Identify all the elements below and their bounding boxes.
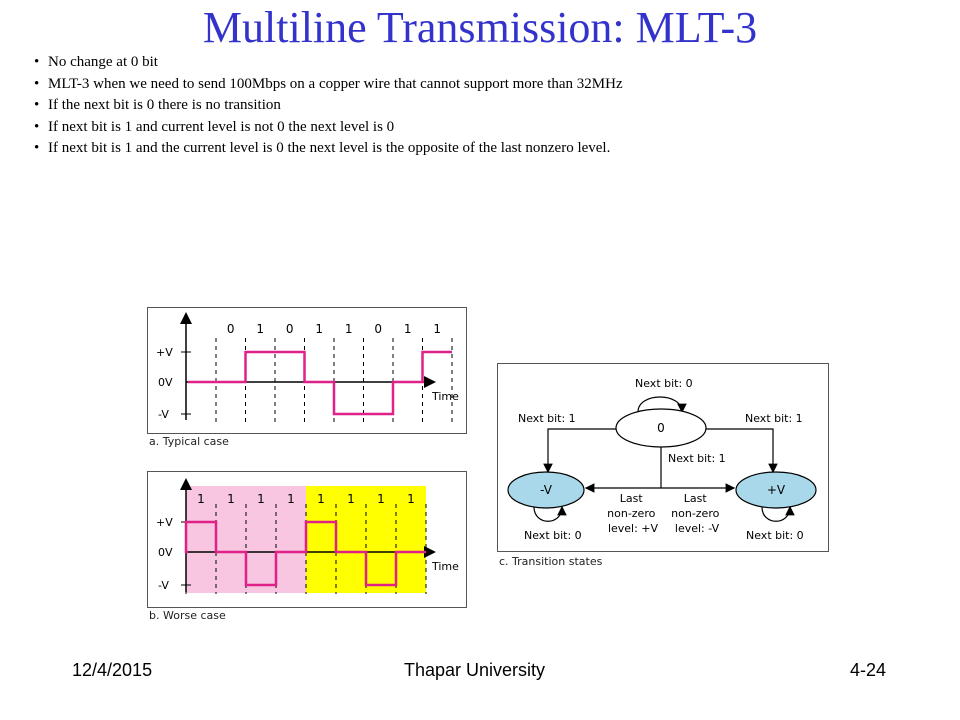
bullet-item: MLT-3 when we need to send 100Mbps on a … <box>34 74 934 96</box>
worse-case-waveform: +V 0V -V Time 1 1 1 1 1 1 1 1 <box>156 478 459 594</box>
bullet-item: If next bit is 1 and current level is no… <box>34 117 934 139</box>
loop-zero-arrow <box>637 396 687 414</box>
slide-title: Multiline Transmission: MLT-3 <box>202 3 758 52</box>
bullet-item: If the next bit is 0 there is no transit… <box>34 95 934 117</box>
bit-label: 1 <box>287 492 295 506</box>
loop-pos-label: Next bit: 0 <box>746 529 804 542</box>
last-neg-label: Last non-zero level: -V <box>671 492 723 535</box>
zero-down-label: Next bit: 1 <box>668 452 726 465</box>
level-label-zero-v: 0V <box>158 546 173 559</box>
level-label-zero-v: 0V <box>158 376 173 389</box>
bit-label: 1 <box>345 322 353 336</box>
bit-label: 0 <box>374 322 382 336</box>
state-neg-label: -V <box>540 483 553 497</box>
pos-to-zero-label: Next bit: 1 <box>745 412 803 425</box>
bit-label: 1 <box>407 492 415 506</box>
bit-label: 1 <box>197 492 205 506</box>
neg-to-zero-label: Next bit: 1 <box>518 412 576 425</box>
footer-date: 12/4/2015 <box>72 660 153 680</box>
bit-label: 1 <box>404 322 412 336</box>
transition-states-panel: Next bit: 0 Next bit: 1 Next bit: 1 Next… <box>497 363 829 552</box>
state-neg <box>507 471 585 509</box>
typical-case-waveform: +V 0V -V Time 0 1 0 1 1 0 1 1 <box>156 312 459 426</box>
typical-case-caption: a. Typical case <box>149 435 229 448</box>
last-pos-label: Last non-zero level: +V <box>607 492 659 535</box>
time-label: Time <box>431 560 459 573</box>
bullet-item: No change at 0 bit <box>34 52 934 74</box>
bit-label: 0 <box>227 322 235 336</box>
footer-page: 4-24 <box>850 660 887 680</box>
bullet-item: If next bit is 1 and the current level i… <box>34 138 934 160</box>
level-label-minus-v: -V <box>158 408 169 421</box>
zero-to-neg-arrow <box>543 428 616 474</box>
bit-label: 1 <box>257 492 265 506</box>
bit-label: 0 <box>286 322 294 336</box>
state-zero <box>615 408 707 448</box>
state-zero-label: 0 <box>657 421 665 435</box>
time-label: Time <box>431 390 459 403</box>
loop-pos-arrow <box>761 505 795 522</box>
bullet-list: No change at 0 bit MLT-3 when we need to… <box>34 52 934 160</box>
worse-case-panel: +V 0V -V Time 1 1 1 1 1 1 1 1 <box>147 471 467 608</box>
bit-label: 1 <box>317 492 325 506</box>
bit-label: 1 <box>227 492 235 506</box>
level-label-plus-v: +V <box>156 516 173 529</box>
level-label-minus-v: -V <box>158 579 169 592</box>
loop-neg-label: Next bit: 0 <box>524 529 582 542</box>
bit-label: 1 <box>433 322 441 336</box>
bit-label: 1 <box>315 322 323 336</box>
footer-org: Thapar University <box>404 660 546 680</box>
signal-line <box>188 350 452 416</box>
state-pos-label: +V <box>767 483 786 497</box>
bit-label: 1 <box>347 492 355 506</box>
bit-label: 1 <box>256 322 264 336</box>
loop-zero-label: Next bit: 0 <box>635 377 693 390</box>
loop-neg-arrow <box>533 505 567 522</box>
bit-label: 1 <box>377 492 385 506</box>
transition-states-caption: c. Transition states <box>499 555 603 568</box>
level-label-plus-v: +V <box>156 346 173 359</box>
state-diagram: Next bit: 0 Next bit: 1 Next bit: 1 Next… <box>507 377 817 542</box>
zero-to-pos-arrow <box>706 428 778 474</box>
typical-case-panel: +V 0V -V Time 0 1 0 1 1 0 1 1 <box>147 307 467 434</box>
signal-line <box>184 520 426 587</box>
worse-case-caption: b. Worse case <box>149 609 226 622</box>
state-pos <box>735 471 817 509</box>
